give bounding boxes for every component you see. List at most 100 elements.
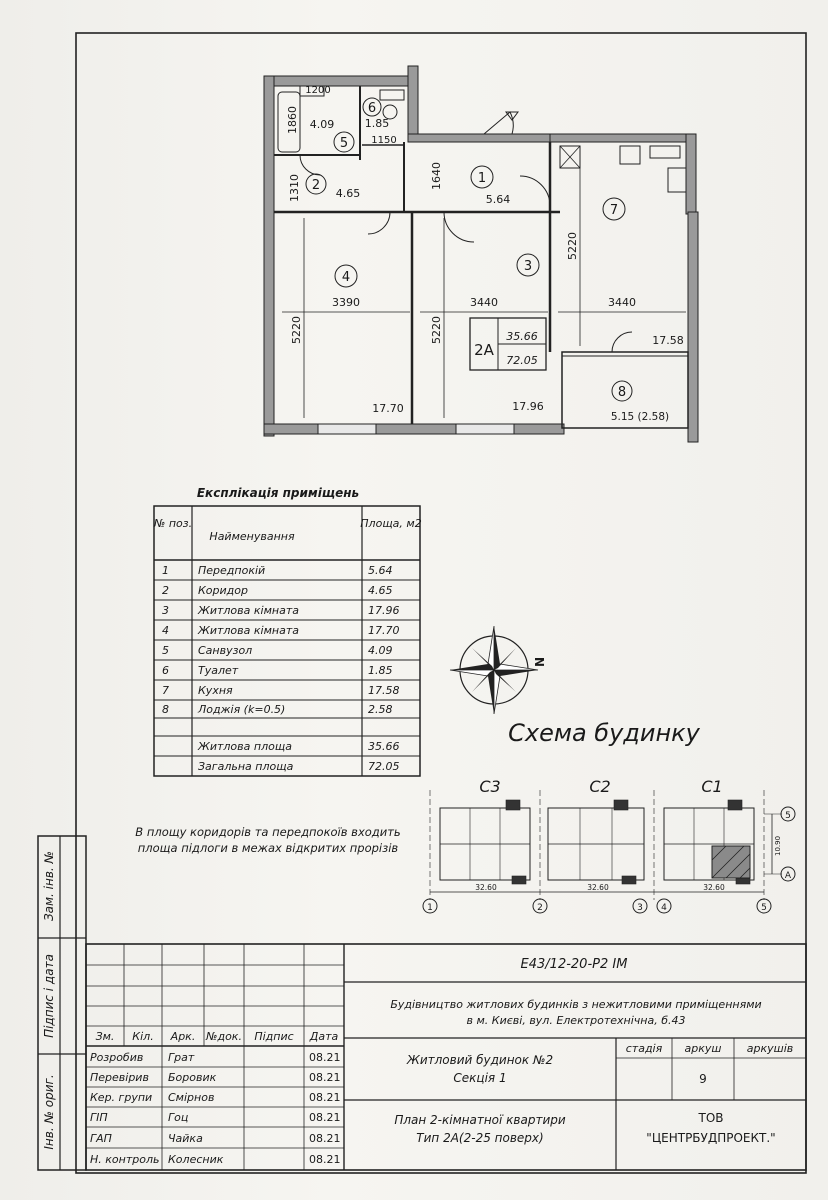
sheet-frame: [75, 32, 807, 1174]
summary-total-name: Загальна площа: [198, 760, 294, 773]
row-1-num: 1: [162, 564, 169, 577]
row-7-num: 7: [162, 684, 169, 697]
room-number-3: 3: [524, 259, 532, 274]
section-label-c1: С1: [701, 777, 722, 796]
title-block-text: Е43/12-20-Р2 ІМ Будівництво житлових буд…: [90, 957, 793, 1166]
room-number-1: 1: [478, 171, 486, 186]
summary-living-name: Житлова площа: [197, 740, 292, 753]
dim-5220-c: 5220: [566, 232, 579, 260]
room-number-8: 8: [618, 385, 626, 400]
col-zm: Зм.: [96, 1030, 115, 1043]
building-line-1: Житловий будинок №2: [406, 1053, 553, 1067]
building-line-2: Секція 1: [453, 1071, 506, 1085]
person-3-name: Смірнов: [168, 1091, 214, 1104]
row-1-area: 5.64: [368, 564, 393, 577]
section-width-c2: 32.60: [587, 883, 609, 892]
row-4-name: Житлова кімната: [197, 624, 299, 637]
stage-label: стадія: [626, 1042, 663, 1055]
row-4-num: 4: [162, 624, 169, 637]
person-5-date: 08.21: [309, 1132, 341, 1145]
row-6-area: 1.85: [368, 664, 393, 677]
row-6-num: 6: [162, 664, 169, 677]
row-7-area: 17.58: [368, 684, 400, 697]
section-width-c1: 32.60: [703, 883, 725, 892]
person-5-name: Чайка: [168, 1132, 203, 1145]
room-area-5: 4.09: [310, 118, 335, 131]
room-area-7: 17.58: [652, 334, 684, 347]
sheet-line-1: План 2-кімнатної квартири: [394, 1113, 566, 1127]
row-2-area: 4.65: [368, 584, 393, 597]
col-ndok: №док.: [205, 1030, 242, 1043]
person-1-role: Розробив: [90, 1051, 143, 1064]
person-3-role: Кер. групи: [90, 1091, 152, 1104]
header-area: Площа, м2: [360, 517, 421, 530]
dim-1310: 1310: [288, 174, 301, 202]
room-area-3: 17.96: [512, 400, 544, 413]
sheet-line-2: Тип 2А(2-25 поверх): [416, 1131, 543, 1145]
person-4-date: 08.21: [309, 1111, 341, 1124]
compass-north-letter: N: [533, 657, 547, 667]
person-4-name: Гоц: [168, 1111, 188, 1124]
row-3-num: 3: [162, 604, 169, 617]
scheme-depth: 10.90: [774, 836, 782, 856]
person-4-role: ГІП: [90, 1111, 108, 1124]
explication-title: Експлікація приміщень: [197, 486, 359, 500]
person-2-date: 08.21: [309, 1071, 341, 1084]
col-kil: Кіл.: [132, 1030, 153, 1043]
room-area-4: 17.70: [372, 402, 404, 415]
person-2-role: Перевірив: [90, 1071, 149, 1084]
axis-2: 2: [537, 903, 543, 913]
note-line-1: В площу коридорів та передпокоїв входить: [135, 825, 400, 839]
explication-table: [153, 505, 421, 777]
plan-labels: 1 5.64 2 4.65 3 17.96 4 17.70 5 4.09 6 1…: [286, 85, 684, 423]
room-area-1: 5.64: [486, 193, 511, 206]
compass-rose-icon: [449, 625, 539, 715]
explication-rows: 1 Передпокій 5.64 2 Коридор 4.65 3 Житло…: [162, 564, 400, 773]
row-8-num: 8: [162, 703, 169, 716]
row-2-num: 2: [162, 584, 169, 597]
room-number-5: 5: [340, 136, 348, 151]
room-number-7: 7: [610, 203, 618, 218]
dim-5220-b: 5220: [430, 316, 443, 344]
project-line-2: в м. Києві, вул. Електротехнічна, б.43: [467, 1014, 686, 1027]
person-3-date: 08.21: [309, 1091, 341, 1104]
row-axis-a: А: [785, 871, 792, 881]
stamp-living-area: 35.66: [506, 330, 538, 343]
room-number-2: 2: [312, 178, 320, 193]
side-pidpys-data: Підпис і дата: [42, 954, 56, 1038]
project-code: Е43/12-20-Р2 ІМ: [521, 957, 628, 972]
dim-1640: 1640: [430, 162, 443, 190]
sheet-label: аркуш: [685, 1042, 722, 1055]
row-4-area: 17.70: [368, 624, 400, 637]
sheet-number: 9: [699, 1072, 707, 1086]
side-zam-inv: Зам. інв. №: [42, 851, 56, 921]
title-block: [85, 943, 807, 1171]
stamp-total-area: 72.05: [506, 354, 538, 367]
room-number-4: 4: [342, 270, 350, 285]
dim-5220-a: 5220: [290, 316, 303, 344]
org-line-1: ТОВ: [697, 1111, 723, 1125]
row-2-name: Коридор: [198, 584, 248, 597]
section-width-c3: 32.60: [475, 883, 497, 892]
header-num: № поз.: [153, 517, 192, 530]
dim-1150: 1150: [371, 135, 396, 146]
row-5-area: 4.09: [368, 644, 393, 657]
col-data: Дата: [309, 1030, 339, 1043]
row-3-name: Житлова кімната: [197, 604, 299, 617]
header-name: Найменування: [209, 530, 295, 543]
axis-5: 5: [761, 903, 767, 913]
scheme-labels: С3 С2 С1 32.60 32.60 32.60 1 2 3 4 5 5 А…: [427, 777, 792, 913]
row-8-area: 2.58: [368, 703, 393, 716]
section-label-c3: С3: [479, 777, 500, 796]
col-pidpys: Підпис: [254, 1030, 293, 1043]
building-scheme: [422, 790, 796, 914]
person-5-role: ГАП: [90, 1132, 112, 1145]
room-area-6: 1.85: [365, 117, 390, 130]
axis-4: 4: [661, 903, 667, 913]
room-area-2: 4.65: [336, 187, 361, 200]
person-6-name: Колесник: [168, 1153, 224, 1166]
col-ark: Арк.: [170, 1030, 196, 1043]
dim-3440-a: 3440: [470, 296, 498, 309]
